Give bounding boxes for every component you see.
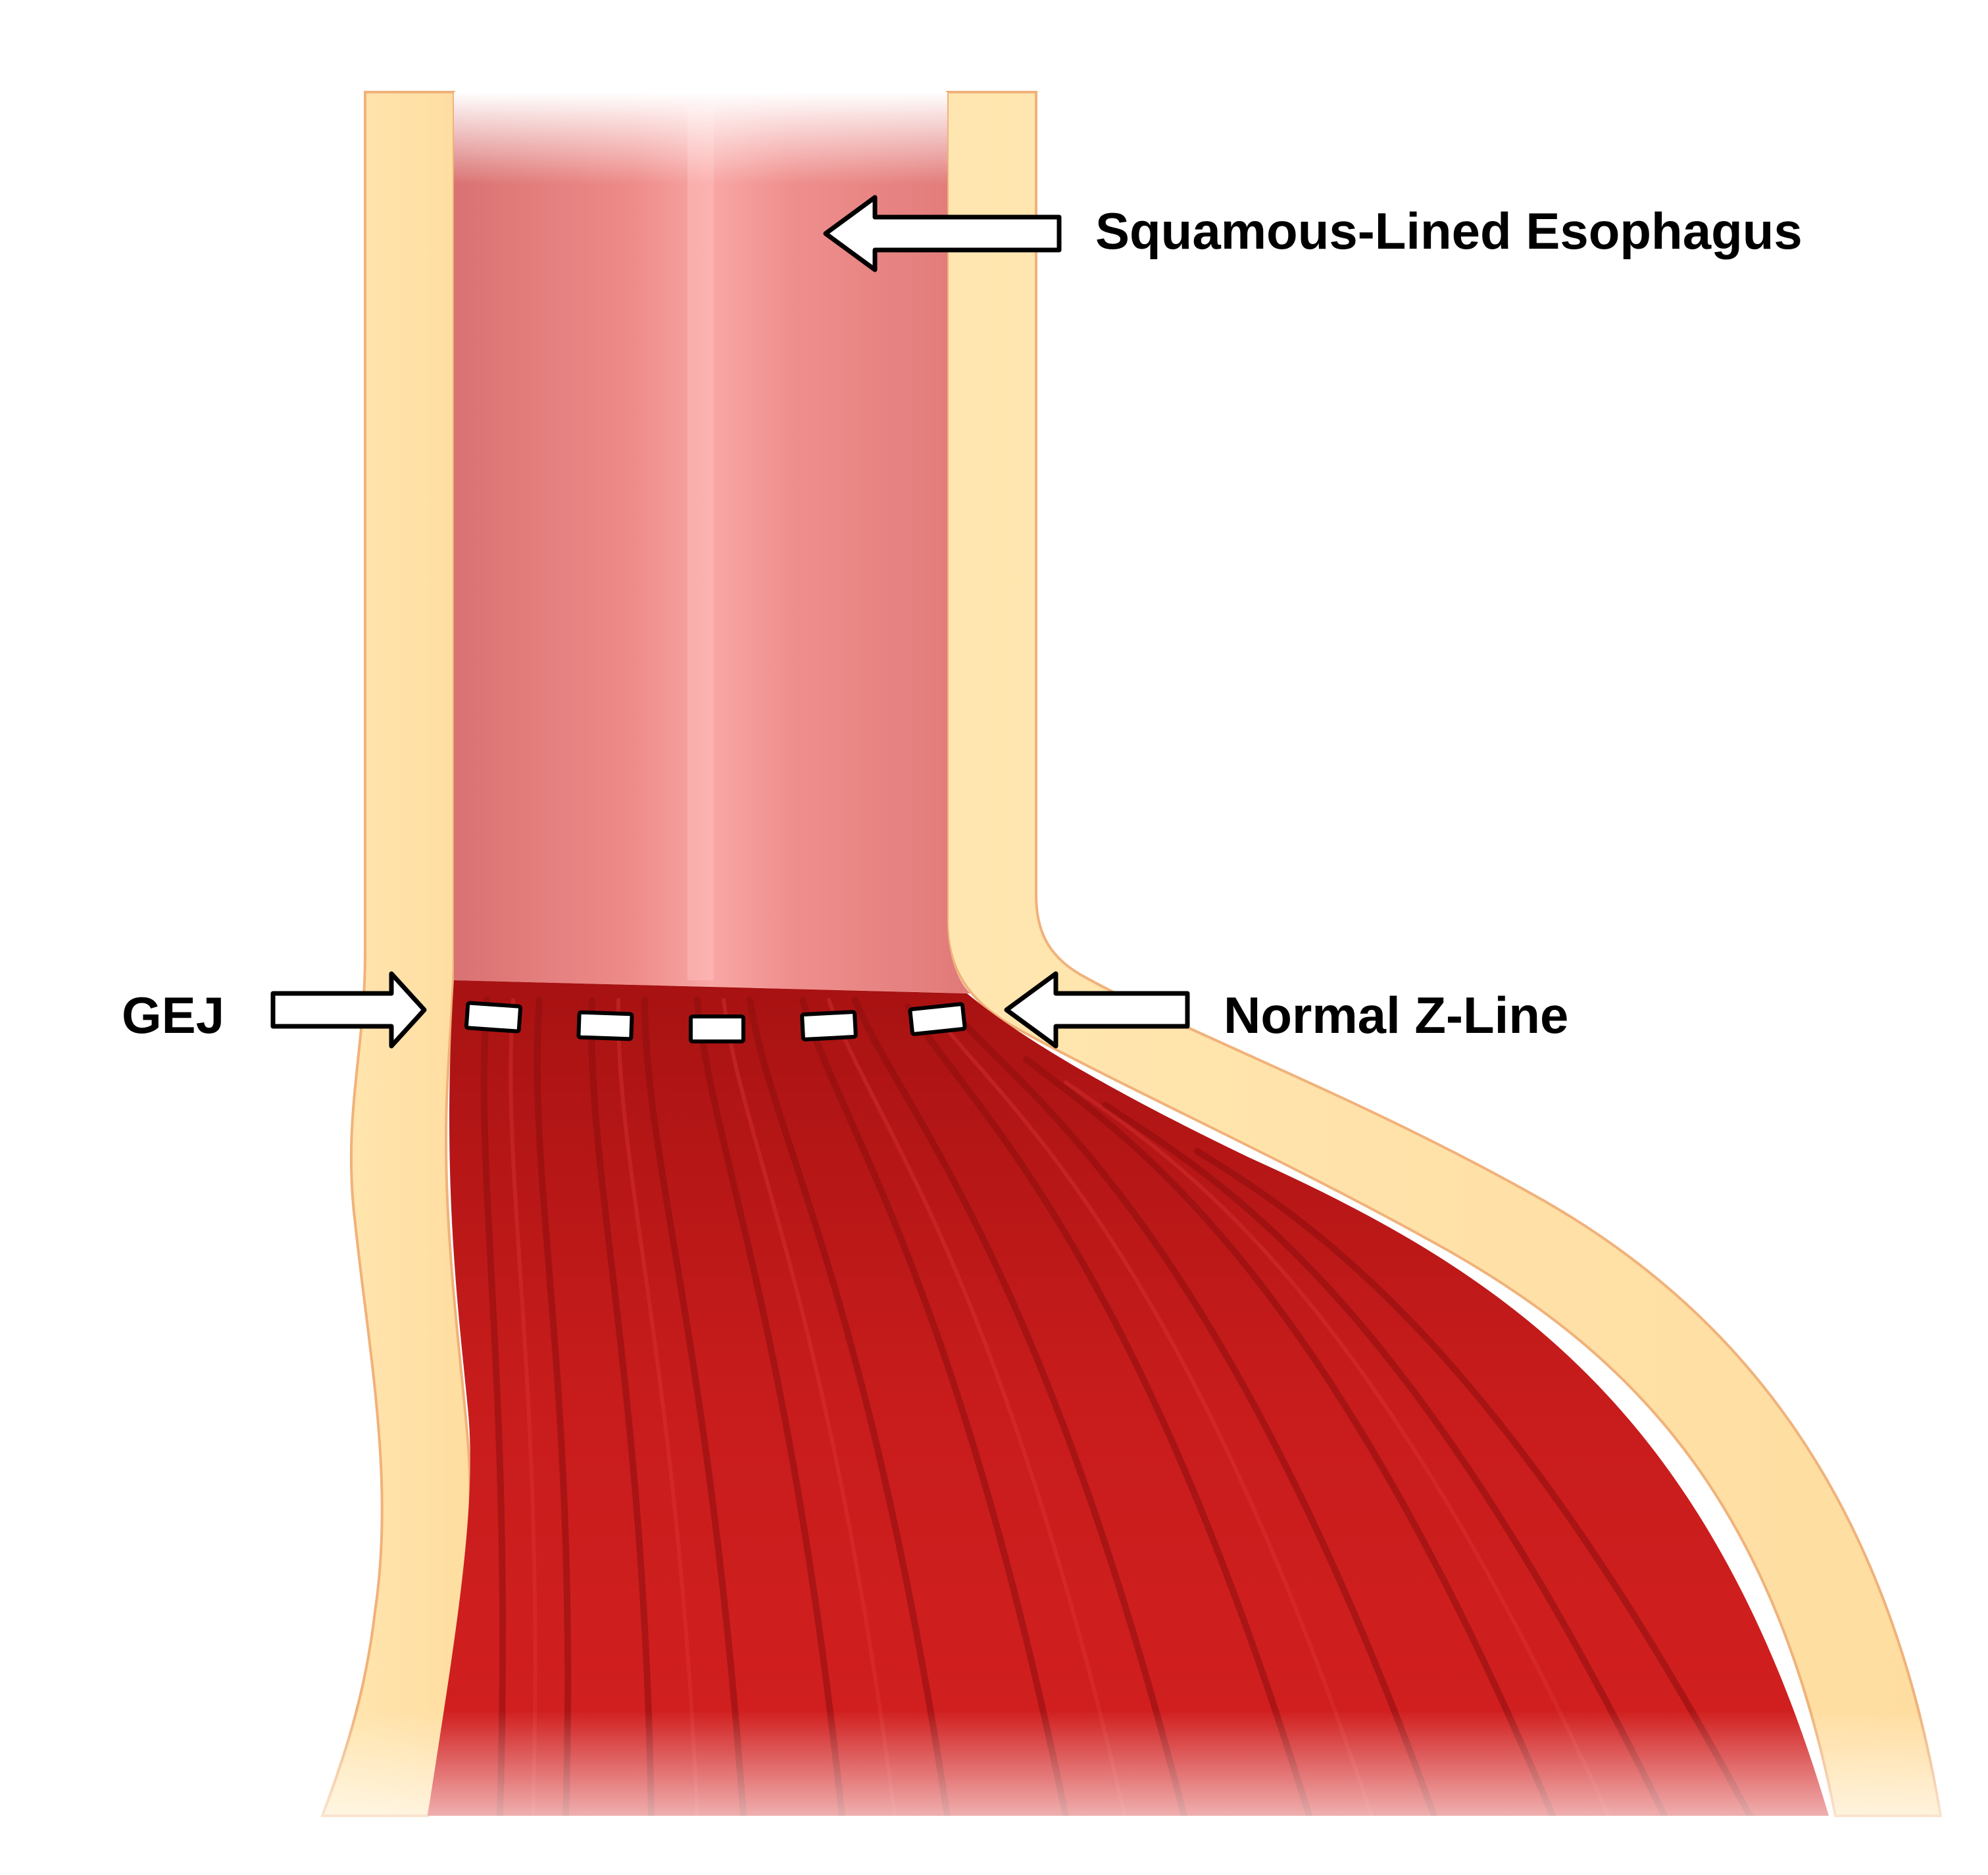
esophagus-mucosa — [454, 92, 970, 993]
label-gej: GEJ — [122, 986, 224, 1044]
label-squamous-lined-esophagus: Squamous-Lined Esophagus — [1095, 202, 1802, 260]
gej-arrow-icon — [270, 971, 427, 1049]
stomach-mucosa — [263, 980, 1988, 1875]
z-line-dash — [576, 1010, 634, 1041]
z-line-dash — [800, 1010, 858, 1041]
label-normal-z-line: Normal Z-Line — [1224, 986, 1568, 1044]
z-line-dashes — [464, 1001, 967, 1043]
squamous-arrow-icon — [823, 195, 1062, 272]
z-line-dash — [908, 1002, 967, 1036]
z-line-dash — [464, 1001, 523, 1034]
zline-arrow-icon — [1004, 971, 1190, 1049]
z-line-dash — [689, 1014, 745, 1043]
